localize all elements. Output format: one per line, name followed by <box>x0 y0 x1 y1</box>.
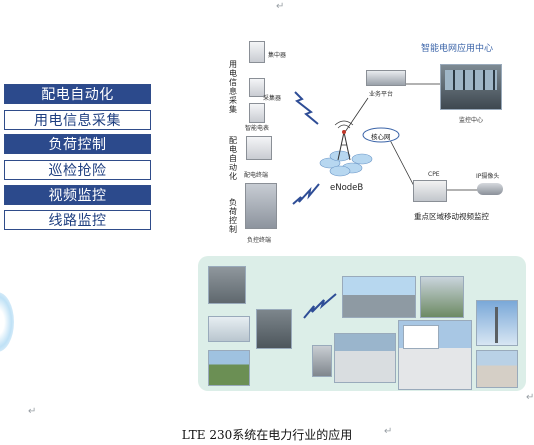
category-load-control: 负荷控制 <box>4 134 151 154</box>
paragraph-mark: ↵ <box>384 426 393 437</box>
category-power-info-collection: 用电信息采集 <box>4 110 151 130</box>
smart-meter-device <box>249 103 265 123</box>
enodeb-tower <box>319 120 373 177</box>
photo-street <box>476 350 518 388</box>
ip-camera-label: IP摄像头 <box>476 173 500 180</box>
video-monitor-label: 重点区域移动视频监控 <box>414 212 489 221</box>
service-platform-server <box>366 70 406 86</box>
category-distribution-automation: 配电自动化 <box>4 84 151 104</box>
group-label-collection: 用电信息采集 <box>229 60 237 114</box>
core-network-ellipse <box>362 127 400 143</box>
concentrator-device <box>249 41 265 63</box>
monitor-center-photo <box>440 64 502 110</box>
wireless-link-upper <box>294 91 319 125</box>
service-platform-label: 业务平台 <box>369 91 394 98</box>
paragraph-mark: ↵ <box>276 1 285 12</box>
link-enodeb-platform <box>344 97 369 133</box>
cpe-label: CPE <box>428 171 440 178</box>
ip-camera-icon <box>477 183 503 195</box>
photo-pole <box>208 350 250 386</box>
photo-terminal <box>256 309 292 349</box>
group-label-distribution: 配电自动化 <box>229 136 237 181</box>
photo-box <box>312 345 332 377</box>
wireless-link-lower <box>292 183 320 205</box>
category-line-monitoring: 线路监控 <box>4 210 151 230</box>
category-video-monitoring: 视频监控 <box>4 185 151 205</box>
figure-caption: LTE 230系统在电力行业的应用 <box>181 428 353 442</box>
collector-device <box>249 78 265 97</box>
photo-office-block <box>398 320 472 390</box>
photo-cabinet <box>208 266 246 304</box>
photo-tower <box>476 300 518 346</box>
distribution-terminal-device <box>246 136 272 160</box>
photo-workers <box>420 276 464 318</box>
decorative-glow <box>0 292 14 352</box>
photo-meter-panel <box>208 316 250 342</box>
collector-label: 采集器 <box>263 95 282 102</box>
category-patrol-rescue: 巡检抢险 <box>4 160 151 180</box>
distribution-terminal-label: 配电终端 <box>244 172 269 179</box>
photo-substation <box>342 276 416 318</box>
group-label-load: 负荷控制 <box>229 198 237 234</box>
load-terminal-label: 负控终端 <box>247 237 272 244</box>
smart-meter-label: 智能电表 <box>245 125 270 132</box>
paragraph-mark: ↵ <box>526 392 534 403</box>
paragraph-mark: ↵ <box>28 406 37 417</box>
monitor-center-label: 监控中心 <box>459 117 484 124</box>
wireless-link-panel <box>303 293 337 319</box>
enodeb-label: eNodeB <box>330 183 364 193</box>
concentrator-label: 集中器 <box>268 52 287 59</box>
link-core-cpe <box>389 139 416 189</box>
photo-building <box>334 333 396 383</box>
cpe-device <box>413 180 447 202</box>
core-network-label: 核心网 <box>371 133 391 141</box>
center-title: 智能电网应用中心 <box>421 44 494 54</box>
load-terminal-device <box>245 183 277 229</box>
